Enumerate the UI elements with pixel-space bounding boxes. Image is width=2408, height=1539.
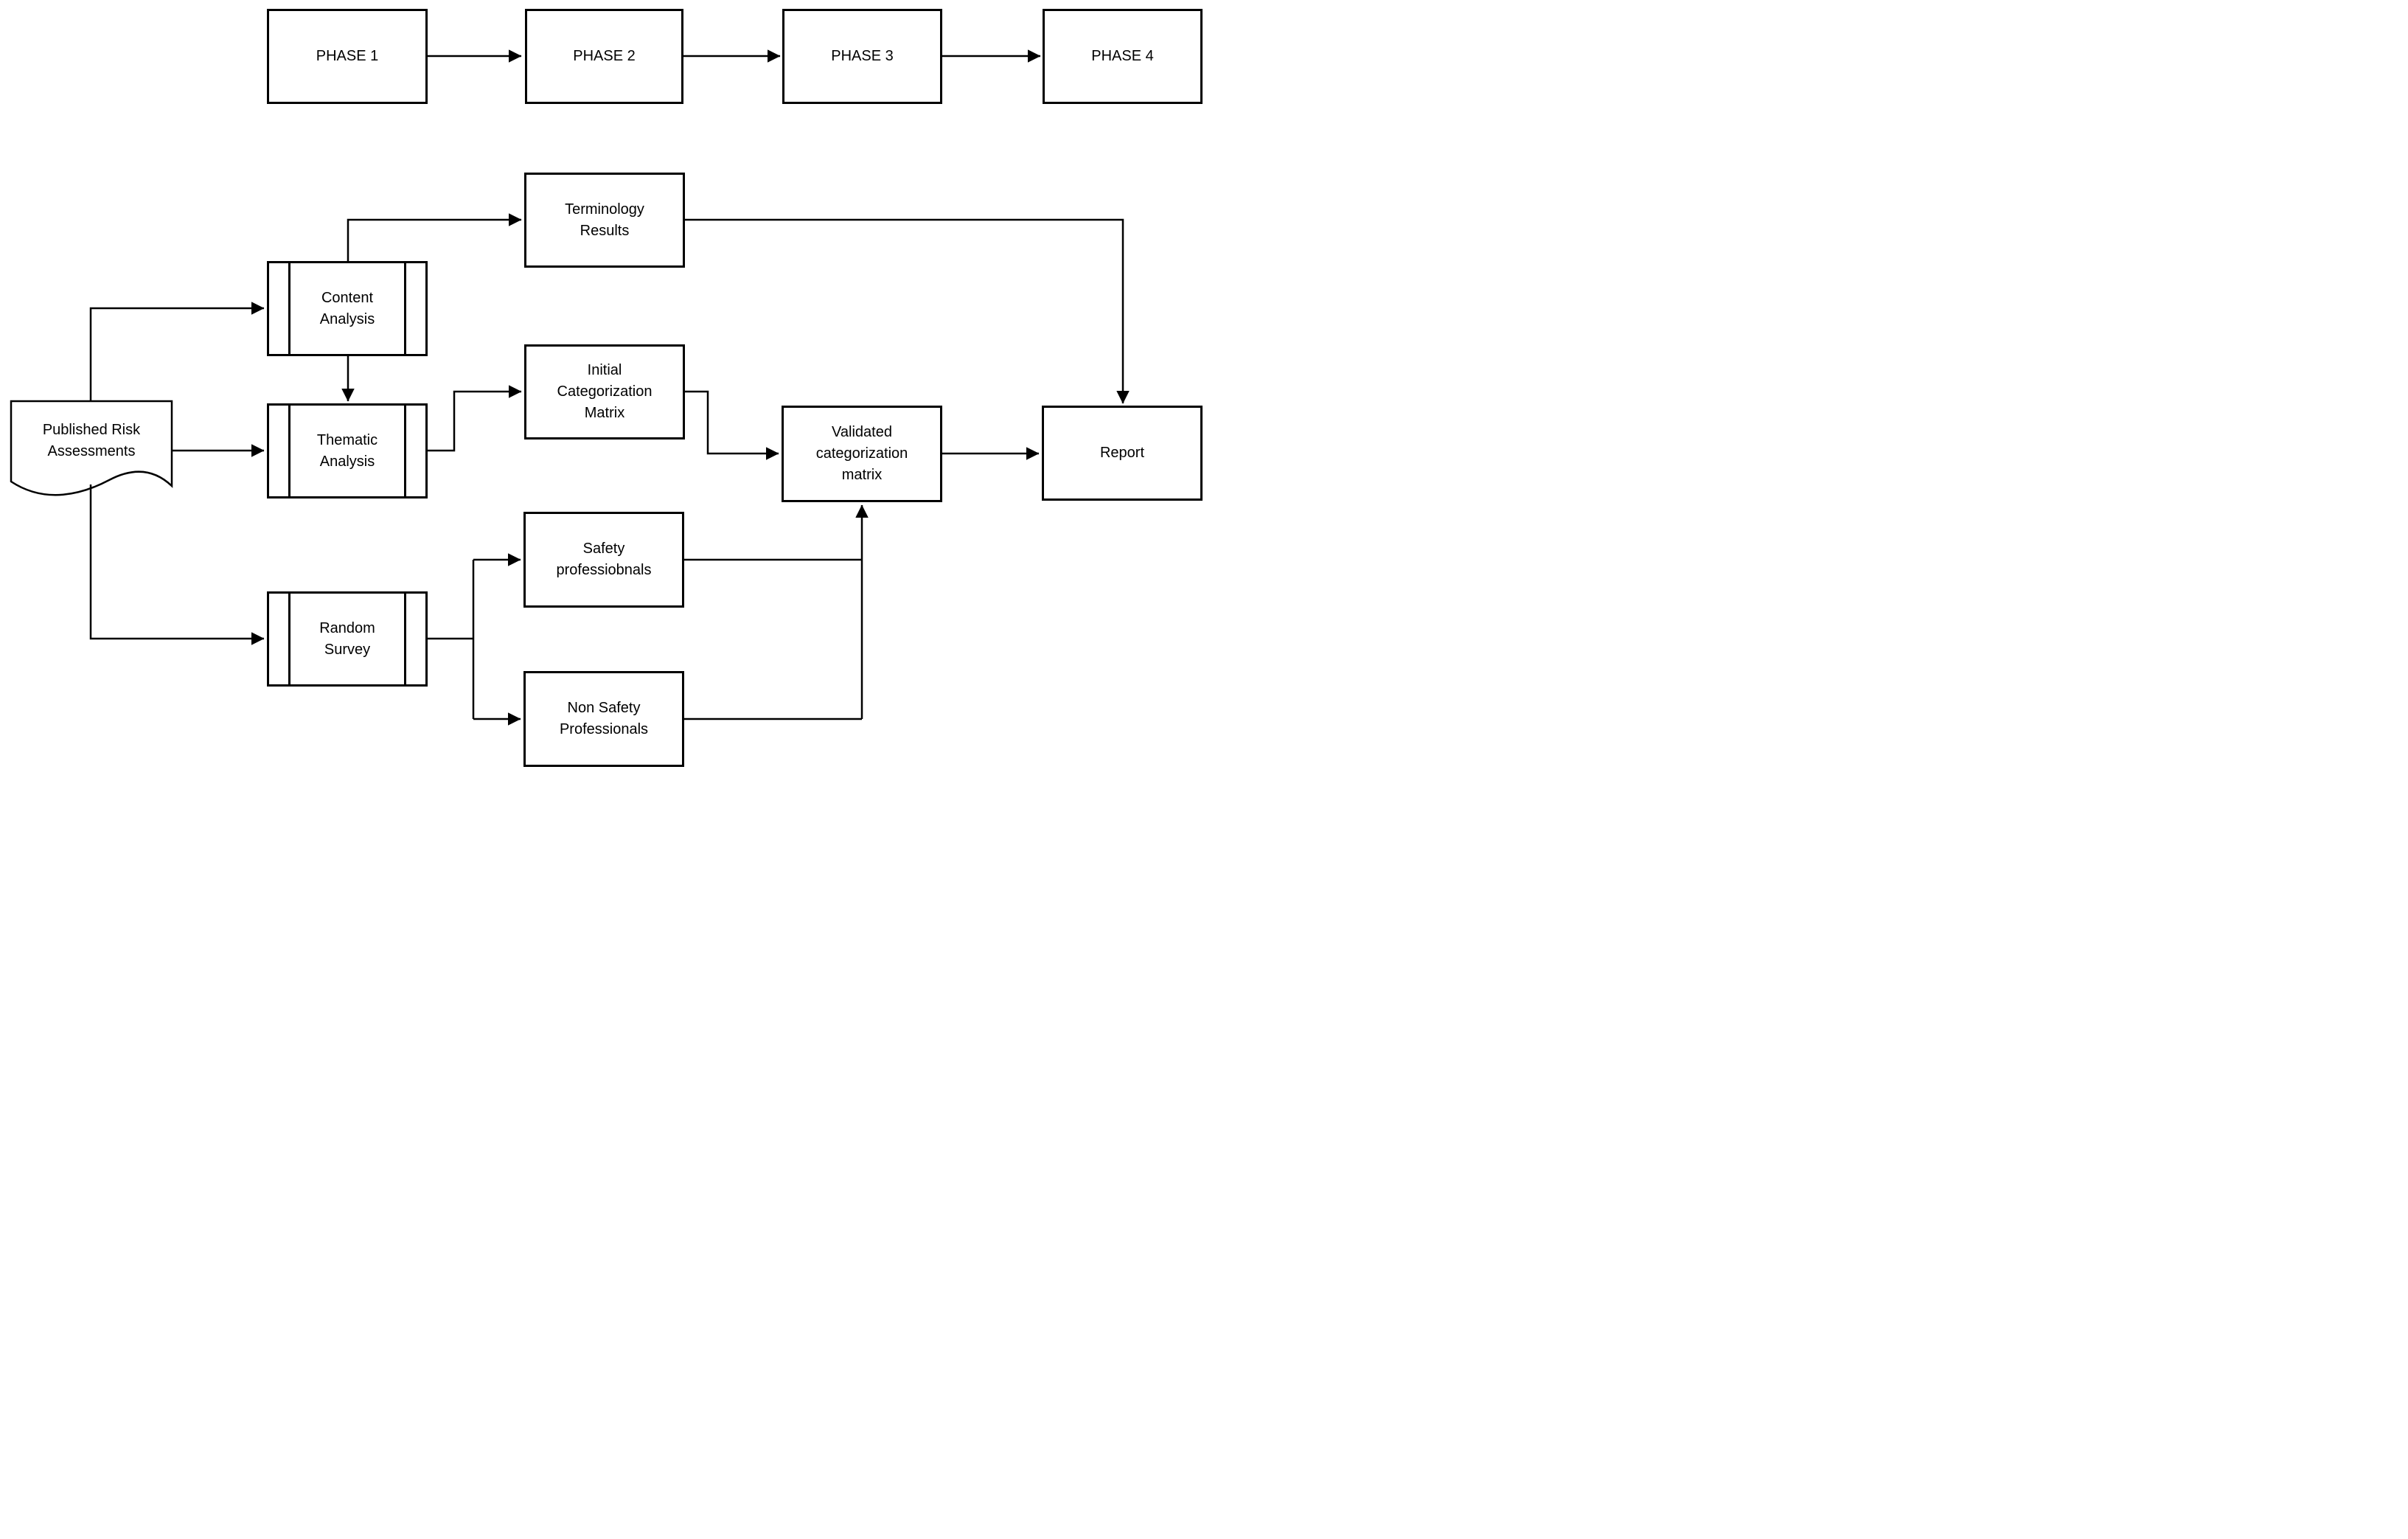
node-content-analysis: Content Analysis [267,261,428,356]
node-terminology-results-label: Terminology Results [565,201,644,239]
node-phase3: PHASE 3 [782,9,942,104]
node-random-survey: Random Survey [267,591,428,687]
node-initial-categorization-matrix: Initial Categorization Matrix [524,344,685,440]
node-non-safety-professionals-label: Non Safety Professionals [559,700,649,737]
node-report-label: Report [1099,445,1145,461]
node-validated-categorization-matrix: Validated categorization matrix [782,406,942,502]
node-non-safety-professionals: Non Safety Professionals [523,671,684,767]
node-phase2-label: PHASE 2 [573,48,636,64]
edge-doc-random [89,484,265,645]
document-shape [10,400,173,496]
node-initial-categorization-matrix-label: Initial Categorization Matrix [557,362,653,421]
node-phase3-label: PHASE 3 [831,48,894,64]
edge-doc-content [89,302,265,401]
node-terminology-results: Terminology Results [524,173,685,268]
node-thematic-analysis-label: Thematic Analysis [316,431,378,470]
node-published-risk-assessments-label: Published Risk Assessments [42,422,141,459]
node-random-survey-label: Random Survey [319,619,375,658]
edge-terminology-report [685,218,1130,404]
node-content-analysis-label: Content Analysis [319,289,375,327]
edge-thematic-initial [428,385,522,452]
node-report: Report [1042,406,1203,501]
node-phase4: PHASE 4 [1043,9,1203,104]
node-phase2: PHASE 2 [525,9,683,104]
node-phase4-label: PHASE 4 [1091,48,1154,64]
node-safety-professionals-label: Safety professiobnals [556,541,652,578]
edge-content-terminology [347,213,522,261]
node-phase1-label: PHASE 1 [316,48,379,64]
node-validated-categorization-matrix-label: Validated categorization matrix [815,424,908,483]
connector-layer [10,49,1130,726]
flowchart-canvas: PHASE 1 PHASE 2 PHASE 3 PHASE 4 Publishe… [0,0,1204,770]
node-safety-professionals: Safety professiobnals [523,512,684,608]
node-published-risk-assessments: Published Risk Assessments [11,404,172,478]
node-phase1: PHASE 1 [267,9,428,104]
edge-initial-validated [685,390,779,460]
node-thematic-analysis: Thematic Analysis [267,403,428,498]
